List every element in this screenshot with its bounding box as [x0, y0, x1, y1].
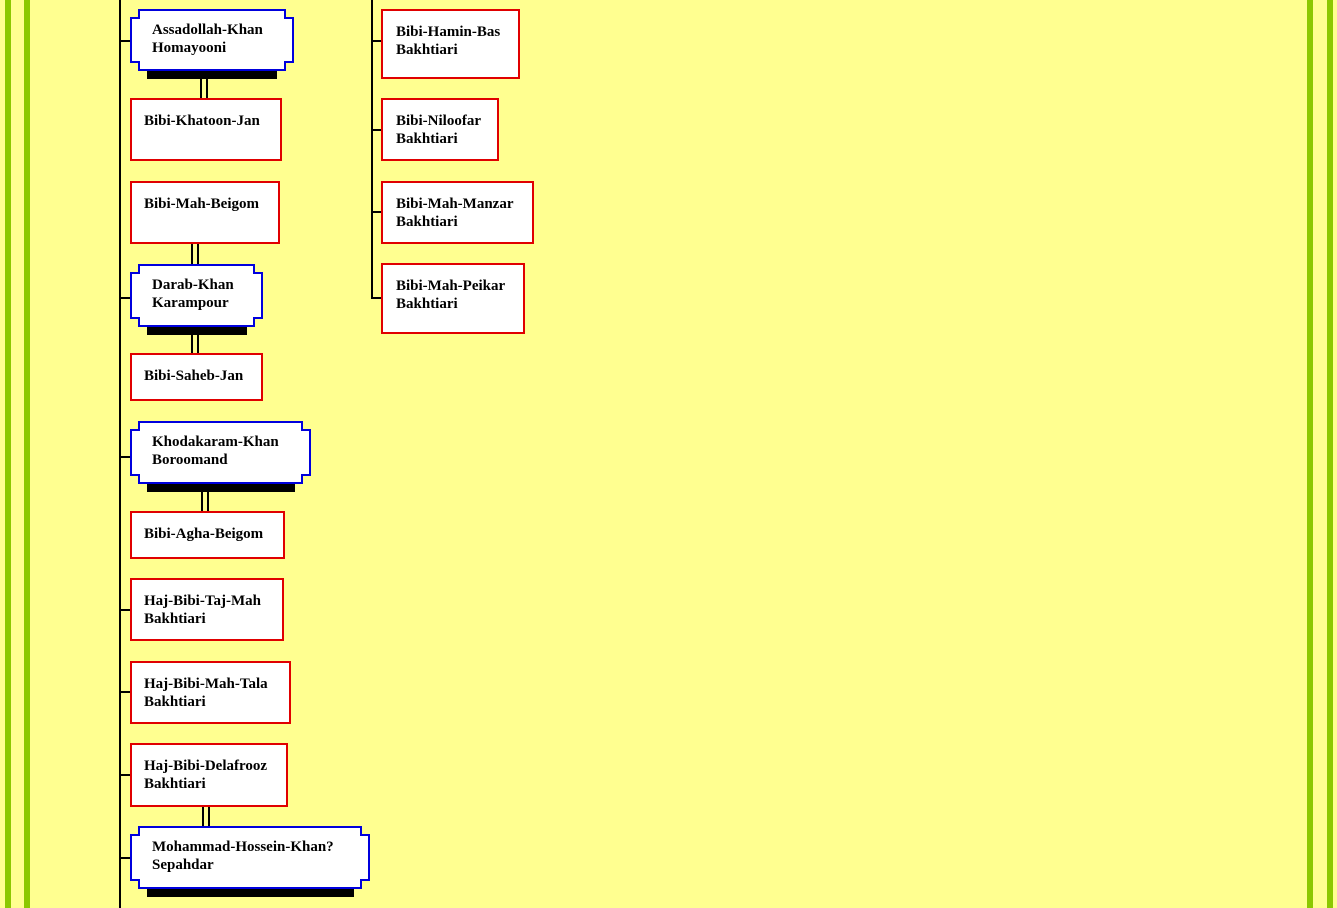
person-name: Mohammad-Hossein-Khan? [152, 839, 334, 855]
marriage-connector [202, 806, 210, 826]
person-name: Bibi-Khatoon-Jan [144, 113, 260, 129]
person-box-bibi-agha-beigom[interactable]: Bibi-Agha-Beigom [130, 511, 285, 559]
branch-tick [120, 40, 130, 42]
spouse-bar [147, 326, 247, 335]
person-name: Assadollah-Khan [152, 22, 263, 38]
marriage-connector [191, 334, 199, 353]
person-name: Bibi-Hamin-Bas [396, 24, 501, 40]
person-surname: Bakhtiari [144, 694, 206, 710]
right-border-stripe [1327, 0, 1333, 908]
branch-tick [120, 609, 130, 611]
person-box-bibi-saheb-jan[interactable]: Bibi-Saheb-Jan [130, 353, 263, 401]
tree-trunk-line [119, 0, 121, 908]
person-box-bibi-mah-beigom[interactable]: Bibi-Mah-Beigom [130, 181, 280, 244]
left-border-stripe [24, 0, 30, 908]
person-surname: Bakhtiari [396, 42, 458, 58]
branch-tick [120, 774, 130, 776]
marriage-connector [201, 492, 209, 511]
spouse-bar [147, 483, 295, 492]
branch-tick [120, 691, 130, 693]
person-surname: Boroomand [152, 452, 228, 468]
person-name: Haj-Bibi-Mah-Tala [144, 676, 268, 692]
person-name: Bibi-Agha-Beigom [144, 526, 264, 542]
person-name: Bibi-Saheb-Jan [144, 368, 244, 384]
person-name: Bibi-Mah-Manzar [396, 196, 514, 212]
spouse-bar [147, 70, 277, 79]
person-surname: Bakhtiari [396, 296, 458, 312]
branch-tick [372, 129, 382, 131]
person-surname: Sepahdar [152, 857, 214, 873]
person-surname: Bakhtiari [144, 611, 206, 627]
person-surname: Homayooni [152, 40, 227, 56]
spouse-bar [147, 888, 354, 897]
tree-trunk-line [371, 0, 373, 299]
branch-tick [372, 40, 382, 42]
notched-box-outline [130, 421, 311, 484]
person-surname: Karampour [152, 295, 229, 311]
marriage-connector [200, 79, 208, 98]
person-surname: Bakhtiari [396, 214, 458, 230]
left-border-stripe [5, 0, 11, 908]
notched-box-outline [130, 9, 294, 71]
branch-tick [372, 297, 382, 299]
branch-tick [120, 857, 130, 859]
person-name: Darab-Khan [152, 277, 234, 293]
person-name: Haj-Bibi-Taj-Mah [144, 593, 261, 609]
person-box-mohammad-hossein-khan[interactable]: Mohammad-Hossein-Khan? Sepahdar [130, 826, 370, 889]
branch-tick [120, 456, 130, 458]
person-name: Bibi-Mah-Beigom [144, 196, 259, 212]
notched-box-outline [130, 826, 370, 889]
person-box-bibi-khatoon-jan[interactable]: Bibi-Khatoon-Jan [130, 98, 282, 161]
person-surname: Bakhtiari [396, 131, 458, 147]
person-surname: Bakhtiari [144, 776, 206, 792]
marriage-connector [191, 243, 199, 264]
branch-tick [120, 297, 130, 299]
person-name: Khodakaram-Khan [152, 434, 279, 450]
person-name: Bibi-Mah-Peikar [396, 278, 506, 294]
person-name: Bibi-Niloofar [396, 113, 481, 129]
notched-box-outline [130, 264, 263, 327]
branch-tick [372, 211, 382, 213]
person-name: Haj-Bibi-Delafrooz [144, 758, 268, 774]
right-border-stripe [1307, 0, 1313, 908]
